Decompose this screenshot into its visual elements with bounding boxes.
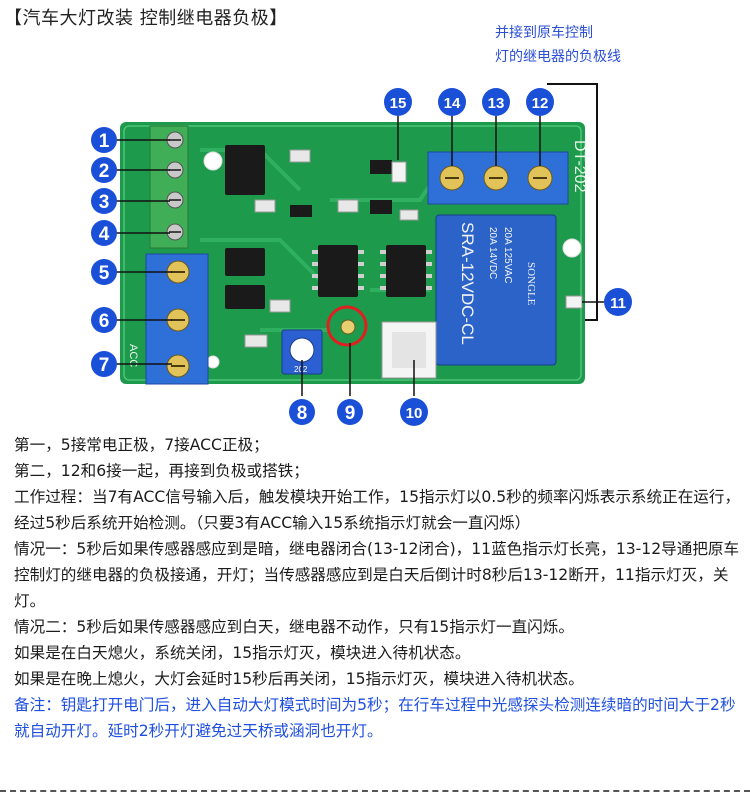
description-line-5: 情况二：5秒后如果传感器感应到白天，继电器不动作，只有15指示灯一直闪烁。: [14, 618, 574, 636]
callout-3: 3: [91, 188, 117, 214]
description-line-2: 第二，12和6接一起，再接到负极或搭铁；: [14, 462, 309, 480]
description-line-7: 如果是在晚上熄火，大灯会延时15秒后再关闭，15指示灯灭，模块进入待机状态。: [14, 670, 584, 688]
callout-1-label: 1: [99, 131, 110, 152]
white-connector: [381, 321, 437, 379]
callout-9-label: 9: [345, 403, 356, 424]
green-terminal-block: [149, 125, 189, 249]
wiring-note-line-2: 灯的继电器的负极线: [495, 49, 621, 65]
callout-13: 13: [482, 88, 510, 116]
indicator-led-15: [391, 161, 407, 183]
relay: SRA-12VDC-CL 20A 14VDC 20A 125VAC SONGLE: [435, 214, 557, 366]
callout-7-label: 7: [99, 355, 110, 376]
bottom-divider: [0, 790, 750, 792]
callout-14-label: 14: [444, 95, 461, 112]
callout-4-label: 4: [99, 224, 110, 245]
callout-8-label: 8: [297, 403, 308, 424]
callout-7: 7: [91, 351, 117, 377]
callout-15: 15: [384, 88, 412, 116]
callout-12: 12: [526, 88, 554, 116]
indicator-led-11: [565, 295, 583, 309]
description-line-3: 工作过程：当7有ACC信号输入后，触发模块开始工作，15指示灯以0.5秒的频率闪…: [14, 488, 741, 532]
ic-pins: [312, 250, 432, 290]
callout-12-label: 12: [532, 95, 549, 112]
callout-2: 2: [91, 157, 117, 183]
relay-rating-1: 20A 14VDC: [487, 227, 498, 279]
callout-bubbles: 1 2 3 4 5 6 7 8: [91, 88, 632, 426]
relay-terminal-block: [427, 151, 569, 205]
description-line-6: 如果是在白天熄火，系统关闭，15指示灯灭，模块进入待机状态。: [14, 644, 471, 662]
callout-13-label: 13: [488, 95, 505, 112]
pot-value: 202: [294, 365, 308, 374]
callout-11: 11: [604, 288, 632, 316]
callout-9: 9: [337, 399, 363, 425]
relay-rating-2: 20A 125VAC: [502, 227, 513, 284]
description-line-4: 情况一：5秒后如果传感器感应到是暗，继电器闭合(13-12闭合)，11蓝色指示灯…: [14, 540, 740, 610]
description-line-1: 第一，5接常电正极，7接ACC正极；: [14, 436, 269, 454]
page-title: 【汽车大灯改装 控制继电器负极】: [4, 8, 288, 29]
callout-14: 14: [438, 88, 466, 116]
blue-terminal-block-left: ACC: [127, 253, 209, 385]
callout-10: 10: [400, 398, 428, 426]
remark-text: 备注：钥匙打开电门后，进入自动大灯模式时间为5秒；在行车过程中光感探头检测连续暗…: [14, 696, 736, 740]
callout-11-label: 11: [610, 295, 626, 312]
callout-10-label: 10: [406, 405, 423, 422]
callout-4: 4: [91, 220, 117, 246]
callout-5: 5: [91, 259, 117, 285]
callout-leads: [116, 116, 604, 396]
relay-brand: SONGLE: [525, 262, 537, 306]
wiring-note-line-1: 并接到原车控制: [495, 25, 593, 41]
callout-15-label: 15: [390, 95, 407, 112]
board-diagram: ACC DT-202 SRA-12VD: [91, 83, 632, 426]
callout-2-label: 2: [99, 161, 110, 182]
callout-8: 8: [289, 399, 315, 425]
callout-6-label: 6: [99, 311, 110, 332]
pin-label-acc: ACC: [127, 344, 139, 367]
callout-6: 6: [91, 307, 117, 333]
ic-chips: [225, 145, 426, 309]
callout-1: 1: [91, 127, 117, 153]
board-model: DT-202: [571, 140, 588, 193]
potentiometer: 202: [281, 329, 323, 375]
relay-model-text: SRA-12VDC-CL: [458, 222, 477, 345]
components-misc: [244, 149, 419, 348]
light-sensor: [326, 305, 368, 347]
callout-3-label: 3: [99, 192, 110, 213]
description-text: 第一，5接常电正极，7接ACC正极； 第二，12和6接一起，再接到负极或搭铁； …: [14, 432, 744, 744]
callout-5-label: 5: [99, 263, 110, 284]
